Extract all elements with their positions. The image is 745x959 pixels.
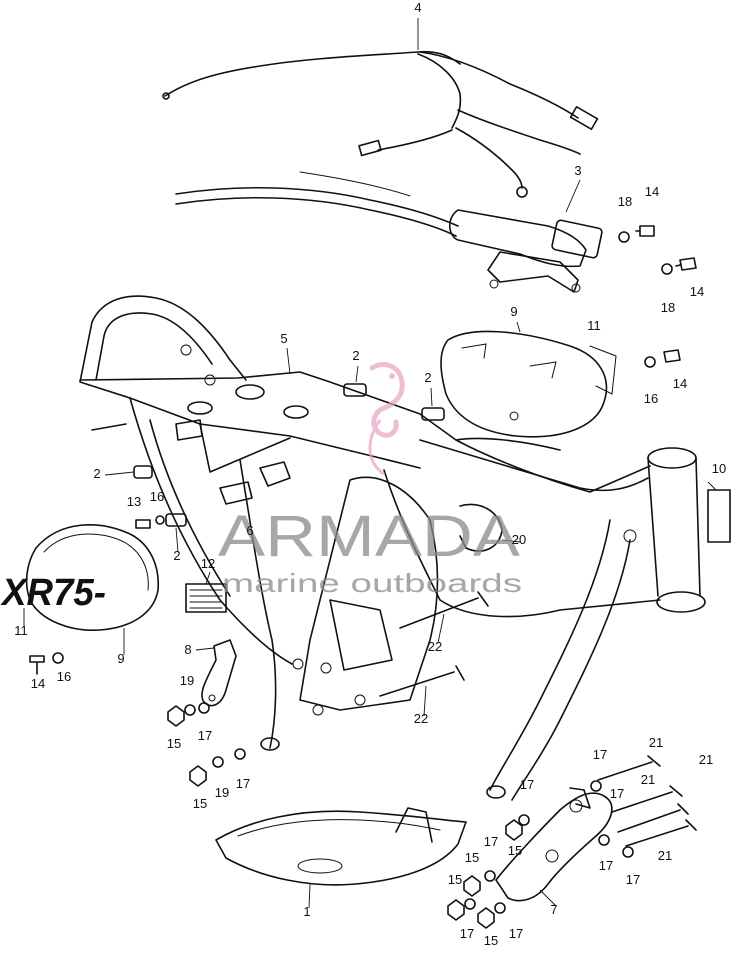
callout-c6: 6: [246, 523, 253, 538]
callout-c14c: 14: [673, 376, 687, 391]
callout-c8: 8: [184, 642, 191, 657]
small-fasteners-left: [29, 515, 246, 787]
callout-c16a: 16: [644, 391, 658, 406]
callout-c19a: 19: [180, 673, 194, 688]
callout-c17d: 17: [520, 777, 534, 792]
callout-c2b: 2: [424, 370, 431, 385]
callout-c15e: 15: [448, 872, 462, 887]
callout-c2d: 2: [173, 548, 180, 563]
callout-c9a: 9: [510, 304, 517, 319]
leader-lines: [23, 18, 717, 909]
main-frame: [79, 295, 706, 801]
bolt-washer-set-upper: [618, 225, 697, 368]
callout-c2c: 2: [93, 466, 100, 481]
side-cover-lower: [25, 524, 160, 631]
wire-clamp: [459, 503, 521, 552]
xr75-decal: XR75-: [0, 572, 106, 614]
skid-plate: [215, 807, 467, 886]
callout-c17e: 17: [610, 786, 624, 801]
callout-c17a: 17: [198, 728, 212, 743]
callout-c16b: 16: [150, 489, 164, 504]
callout-c21a: 21: [649, 735, 663, 750]
callout-c21b: 21: [699, 752, 713, 767]
wire-harness: [162, 50, 599, 198]
callout-c20: 20: [512, 532, 526, 547]
callout-c17c: 17: [593, 747, 607, 762]
callout-c3: 3: [574, 163, 581, 178]
callout-c7: 7: [550, 902, 557, 917]
bolts-21: [597, 755, 697, 847]
callout-c15c: 15: [508, 843, 522, 858]
callout-c2a: 2: [352, 348, 359, 363]
callout-c17i: 17: [460, 926, 474, 941]
callout-c16c: 16: [57, 669, 71, 684]
callout-c11a: 11: [587, 318, 601, 333]
callout-c17j: 17: [509, 926, 523, 941]
callout-c15d: 15: [465, 850, 479, 865]
rubber-bushings: [133, 383, 445, 527]
callout-c19b: 19: [215, 785, 229, 800]
callout-c21c: 21: [641, 772, 655, 787]
callout-c4: 4: [414, 0, 421, 15]
watermark: ARMADA marine outboards: [218, 362, 522, 598]
watermark-tagline: marine outboards: [222, 568, 522, 598]
callout-c9b: 9: [117, 651, 124, 666]
callout-c17b: 17: [236, 776, 250, 791]
callout-c18b: 18: [661, 300, 675, 315]
callout-c15b: 15: [193, 796, 207, 811]
callout-c22b: 22: [414, 711, 428, 726]
callout-c13: 13: [127, 494, 141, 509]
mount-bracket: [201, 639, 237, 707]
callout-c12: 12: [201, 556, 215, 571]
warning-label: [185, 583, 227, 613]
callout-c14a: 14: [645, 184, 659, 199]
ignition-coil: [175, 186, 603, 293]
callout-c22a: 22: [428, 639, 442, 654]
callout-c14d: 14: [31, 676, 45, 691]
callout-c17h: 17: [626, 872, 640, 887]
callout-c1: 1: [303, 904, 310, 919]
side-cover-upper: [440, 330, 617, 438]
frame-emblem: [707, 489, 731, 543]
long-bolts: [379, 591, 489, 697]
callout-c17g: 17: [599, 858, 613, 873]
engine-bracket: [495, 787, 613, 902]
callout-c21d: 21: [658, 848, 672, 863]
callout-c14b: 14: [690, 284, 704, 299]
callout-c17f: 17: [484, 834, 498, 849]
small-fasteners-right: [447, 780, 634, 929]
seahorse-logo: [368, 362, 405, 476]
callout-c15a: 15: [167, 736, 181, 751]
callout-c10: 10: [712, 461, 726, 476]
watermark-brand: ARMADA: [218, 504, 520, 569]
callout-c18a: 18: [618, 194, 632, 209]
callout-c15f: 15: [484, 933, 498, 948]
callout-c5: 5: [280, 331, 287, 346]
callout-c11b: 11: [14, 623, 28, 638]
